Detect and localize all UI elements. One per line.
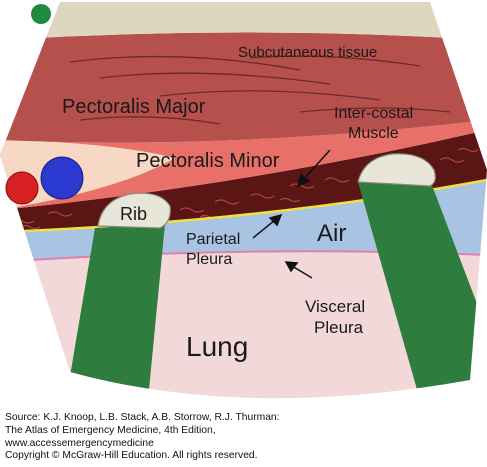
pectoralis-major-fibers bbox=[69, 55, 451, 125]
rib-shadow-left bbox=[66, 224, 165, 399]
annotation-arrows bbox=[252, 149, 331, 279]
label-intercostal-1: Inter-costal bbox=[334, 105, 413, 122]
label-pectoralis-minor: Pectoralis Minor bbox=[136, 150, 280, 172]
label-pectoralis-major: Pectoralis Major bbox=[62, 96, 206, 118]
label-lung: Lung bbox=[186, 331, 248, 362]
source-line-2: The Atlas of Emergency Medicine, 4th Edi… bbox=[5, 424, 216, 436]
lung-ultrasound-diagram: Subcutaneous tissue Pectoralis Major Int… bbox=[0, 2, 487, 399]
vessel-red bbox=[5, 171, 39, 205]
label-visceral-2: Pleura bbox=[314, 318, 364, 337]
label-intercostal-2: Muscle bbox=[348, 125, 399, 142]
label-rib: Rib bbox=[120, 204, 147, 224]
rib-shadow-right bbox=[358, 180, 487, 399]
rib-right bbox=[357, 153, 436, 187]
pectoralis-major-muscle bbox=[0, 32, 487, 143]
subcutaneous-tissue-layer bbox=[0, 2, 487, 40]
vessel-blue bbox=[40, 156, 84, 200]
label-visceral-1: Visceral bbox=[305, 297, 365, 316]
arrow-intercostal bbox=[302, 149, 331, 181]
rib-left bbox=[97, 192, 171, 229]
label-parietal-2: Pleura bbox=[186, 251, 232, 268]
orientation-marker-dot bbox=[31, 4, 51, 24]
source-line-1: Source: K.J. Knoop, L.B. Stack, A.B. Sto… bbox=[5, 412, 280, 423]
arrow-parietal bbox=[252, 219, 276, 239]
label-air: Air bbox=[317, 220, 346, 247]
arrow-visceral bbox=[291, 265, 313, 279]
fascia-region bbox=[0, 140, 175, 210]
source-line-4: Copyright © McGraw-Hill Education. All r… bbox=[5, 450, 258, 462]
label-subcutaneous: Subcutaneous tissue bbox=[238, 44, 377, 61]
source-line-3: www.accessemergencymedicine bbox=[5, 437, 154, 449]
pectoralis-minor-muscle bbox=[0, 120, 487, 210]
source-caption: Source: K.J. Knoop, L.B. Stack, A.B. Sto… bbox=[5, 412, 483, 463]
label-parietal-1: Parietal bbox=[186, 231, 240, 248]
